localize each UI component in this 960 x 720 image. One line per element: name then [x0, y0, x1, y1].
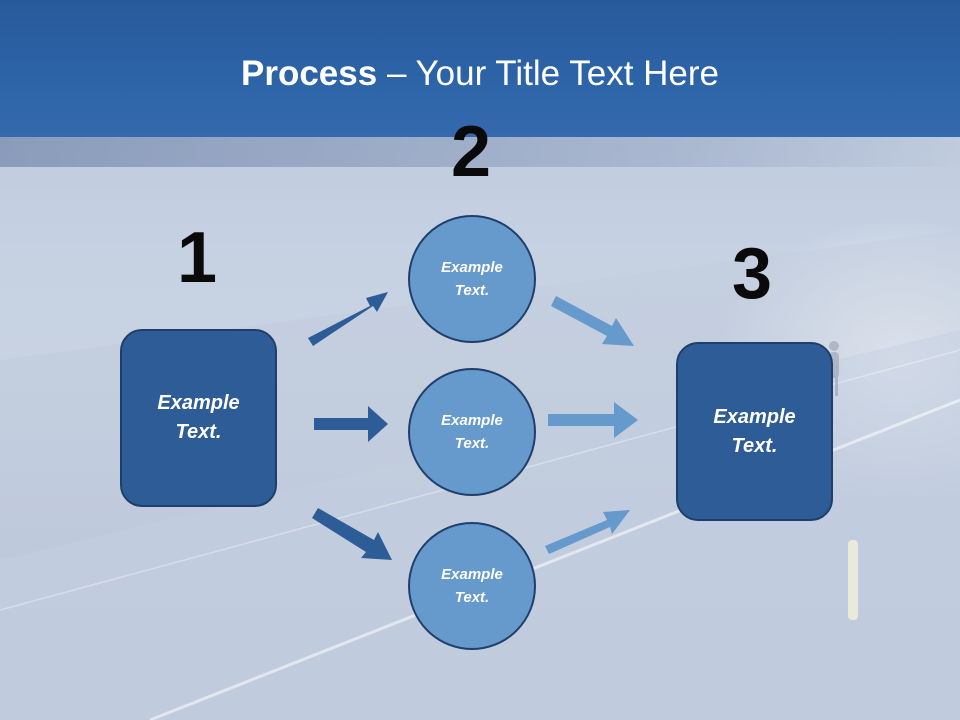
arrow-1-to-bottom [312, 508, 392, 560]
arrow-top-to-3 [551, 296, 634, 346]
arrow-middle-to-3 [548, 402, 638, 438]
arrow-bottom-to-3 [545, 510, 630, 554]
step-2-bottom-text: Example Text. [441, 566, 503, 606]
step-2-circle-middle: Example Text. [408, 368, 536, 496]
step-3-text: Example Text. [713, 405, 796, 457]
title-bold-part: Process [241, 54, 378, 93]
step-2-middle-text: Example Text. [441, 412, 503, 452]
step-number-3: 3 [732, 234, 773, 314]
title-rest: Your Title Text Here [415, 54, 720, 93]
title-bar [0, 0, 960, 137]
step-2-circle-top: Example Text. [408, 215, 536, 343]
title-dash: – [377, 54, 416, 93]
step-number-1: 1 [177, 218, 218, 298]
step-1-text: Example Text. [157, 392, 240, 443]
arrow-1-to-top [308, 292, 388, 346]
step-2-circle-bottom: Example Text. [408, 522, 536, 650]
title-bar-shadow [0, 137, 960, 167]
step-3-box: Example Text. [676, 342, 833, 521]
step-2-top-text: Example Text. [441, 259, 503, 299]
step-number-2: 2 [451, 112, 492, 192]
arrow-1-to-middle [314, 406, 388, 442]
step-1-box: Example Text. [120, 329, 277, 507]
slide-title: Process – Your Title Text Here [0, 52, 960, 96]
